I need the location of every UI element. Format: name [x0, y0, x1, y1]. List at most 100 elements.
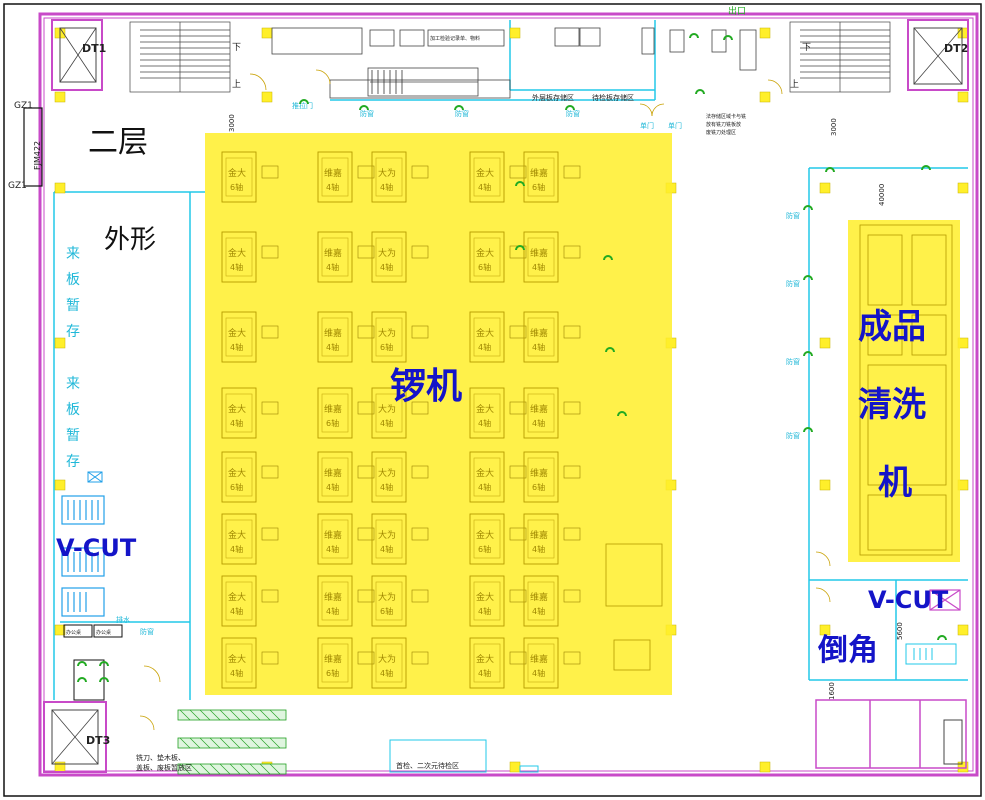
gong-machine-code: 大为 [378, 529, 396, 541]
door-arcs [139, 69, 831, 731]
office-label-1: 办公桌 [66, 629, 81, 636]
stair-right-down: 下 [802, 43, 811, 53]
gong-machine-code: 维嘉 [324, 529, 342, 541]
vcut-right-machine [929, 589, 961, 611]
gong-aux-equipment [605, 543, 663, 607]
elevator-dt2: DT2 [907, 19, 969, 91]
gong-side-rack [563, 245, 581, 259]
stair-right [789, 21, 891, 93]
wash-machine-outline [859, 224, 953, 556]
notes-top: 加工检验记录单、物料 [430, 35, 480, 42]
gong-machine [371, 575, 407, 627]
gong-machine-inner [321, 393, 349, 433]
gong-machine-axes: 4轴 [326, 342, 339, 352]
gong-machine-axes: 4轴 [380, 482, 393, 492]
gong-machine [317, 311, 353, 363]
gong-machine-inner [321, 581, 349, 621]
gong-machine-code: 维嘉 [530, 167, 548, 179]
elevator-dt3-label: DT3 [86, 734, 110, 747]
bottom-left-label-1: 铣刀、垫木板、 [136, 753, 185, 762]
chamfer-machine [905, 643, 957, 665]
gong-machine-axes: 6轴 [326, 418, 339, 428]
gong-machine-axes: 4轴 [532, 606, 545, 616]
board-temp-2-char-1: 来 [66, 376, 80, 392]
gong-machine-axes: 4轴 [230, 544, 243, 554]
gong-machine-axes: 4轴 [532, 668, 545, 678]
chair-mark [565, 105, 575, 111]
gong-storage-label: 首检、二次元待检区 [396, 761, 459, 770]
gong-machine-code: 维嘉 [530, 653, 548, 665]
gong-side-rack [357, 651, 375, 665]
gong-machine-axes: 4轴 [326, 262, 339, 272]
board-temp-1-char-1: 来 [66, 246, 80, 262]
gong-side-rack [261, 527, 279, 541]
gong-machine [469, 513, 505, 565]
gong-machine [523, 513, 559, 565]
office-desks [63, 624, 123, 701]
board-temp-2-char-3: 暂 [66, 428, 80, 444]
gong-machine-inner [225, 519, 253, 559]
chair-mark [937, 635, 947, 641]
gong-machine [469, 637, 505, 689]
bottom-storage-hatch [179, 709, 281, 775]
board-temp-2: 来 板 暂 存 [66, 376, 80, 470]
gong-machine-code: 维嘉 [324, 467, 342, 479]
chair-mark [99, 677, 109, 683]
top-equipment [271, 27, 757, 99]
gong-side-rack [261, 401, 279, 415]
gong-machine-axes: 4轴 [478, 606, 491, 616]
chair-mark [617, 411, 627, 417]
gong-side-rack [357, 245, 375, 259]
chair-mark [825, 167, 835, 173]
gong-machine-code: 维嘉 [324, 653, 342, 665]
gong-machine-axes: 4轴 [478, 342, 491, 352]
gong-machine-axes: 4轴 [380, 182, 393, 192]
gong-machine-inner [527, 643, 555, 683]
chair-mark [723, 35, 733, 41]
finished-wash-line-2: 清洗 [858, 385, 926, 425]
gong-side-rack [411, 589, 429, 603]
bottom-center-storage [389, 739, 487, 773]
gong-zone [205, 133, 672, 695]
gong-side-rack [563, 589, 581, 603]
dim-1600: 1600 [828, 682, 836, 700]
gong-machine-inner [321, 519, 349, 559]
window-label-3: 防窗 [566, 109, 580, 118]
gong-machine-inner [527, 393, 555, 433]
gong-label: 锣机 [390, 366, 462, 407]
mezz-storage-2: 待检板存储区 [592, 93, 634, 102]
gong-machine-axes: 4轴 [326, 482, 339, 492]
chair-mark [921, 165, 931, 171]
board-temp-1: 来 板 暂 存 [66, 246, 80, 340]
gong-machine-code: 大为 [378, 167, 396, 179]
gong-machine-axes: 6轴 [532, 482, 545, 492]
chair-mark [454, 105, 464, 111]
gong-machine [221, 151, 257, 203]
gong-machine-inner [473, 643, 501, 683]
chair-mark [99, 661, 109, 667]
top-conveyor [371, 70, 403, 94]
chair-mark [695, 89, 705, 95]
chair-mark [515, 181, 525, 187]
gong-machine-inner [527, 581, 555, 621]
dim-3000-left: 3000 [228, 114, 236, 132]
stair-left-up: 上 [232, 79, 241, 90]
gong-machine [221, 387, 257, 439]
gong-machine-code: 大为 [378, 591, 396, 603]
gong-machine [317, 451, 353, 503]
gong-machine-inner [375, 581, 403, 621]
gong-side-rack [261, 245, 279, 259]
gong-machine [371, 387, 407, 439]
gong-machine-inner [473, 581, 501, 621]
side-win-5: 防窗 [140, 627, 154, 636]
gong-machine-axes: 6轴 [478, 544, 491, 554]
gong-machine [469, 151, 505, 203]
water-mark [87, 471, 103, 483]
gong-machine [523, 231, 559, 283]
gong-machine-inner [225, 393, 253, 433]
chair-mark [77, 677, 87, 683]
gong-side-rack [563, 651, 581, 665]
gong-machine-axes: 6轴 [380, 342, 393, 352]
gong-machine-code: 大为 [378, 327, 396, 339]
finished-wash-line-1: 成品 [858, 307, 926, 347]
